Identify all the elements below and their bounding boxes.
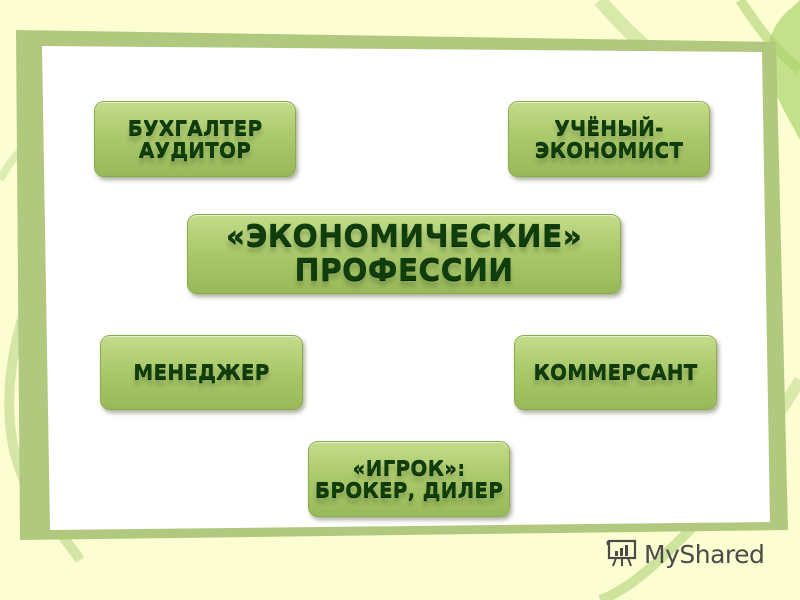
box-label: «ИГРОК»: БРОКЕР, ДИЛЕР	[314, 455, 504, 502]
box-scientist-economist[interactable]: УЧЁНЫЙ- ЭКОНОМИСТ	[508, 101, 710, 177]
box-manager[interactable]: МЕНЕДЖЕР	[100, 335, 303, 410]
box-label: БУХГАЛТЕР АУДИТОР	[127, 115, 263, 162]
watermark: MyShared	[606, 537, 765, 571]
box-commercial-agent[interactable]: КОММЕРСАНТ	[514, 335, 717, 410]
box-label: КОММЕРСАНТ	[533, 360, 698, 385]
box-economic-professions-title[interactable]: «ЭКОНОМИЧЕСКИЕ» ПРОФЕССИИ	[187, 214, 621, 294]
center-title: «ЭКОНОМИЧЕСКИЕ» ПРОФЕССИИ	[225, 219, 583, 288]
watermark-text: MyShared	[644, 539, 765, 569]
box-label: МЕНЕДЖЕР	[133, 360, 270, 385]
box-accountant-auditor[interactable]: БУХГАЛТЕР АУДИТОР	[94, 101, 296, 177]
box-player-broker-dealer[interactable]: «ИГРОК»: БРОКЕР, ДИЛЕР	[308, 441, 510, 517]
presentation-board-icon	[606, 537, 638, 571]
box-label: УЧЁНЫЙ- ЭКОНОМИСТ	[534, 115, 684, 162]
